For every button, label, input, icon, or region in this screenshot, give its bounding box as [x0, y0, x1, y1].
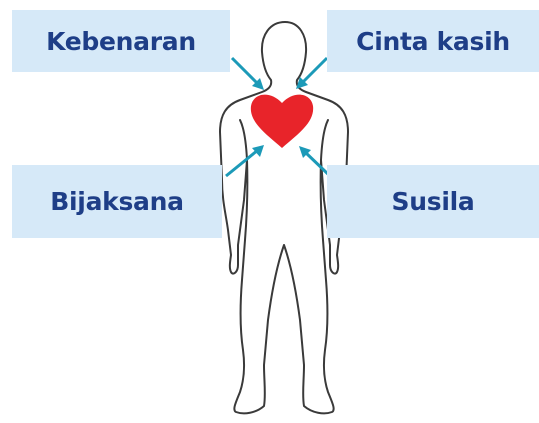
label-bijaksana: Bijaksana — [50, 187, 183, 216]
label-kebenaran: Kebenaran — [46, 27, 196, 56]
label-box-kebenaran: Kebenaran — [12, 10, 230, 72]
label-box-cinta-kasih: Cinta kasih — [327, 10, 539, 72]
label-susila: Susila — [392, 187, 475, 216]
label-box-bijaksana: Bijaksana — [12, 165, 222, 238]
label-cinta-kasih: Cinta kasih — [356, 27, 510, 56]
label-box-susila: Susila — [327, 165, 539, 238]
arrow-top-left — [232, 58, 264, 90]
